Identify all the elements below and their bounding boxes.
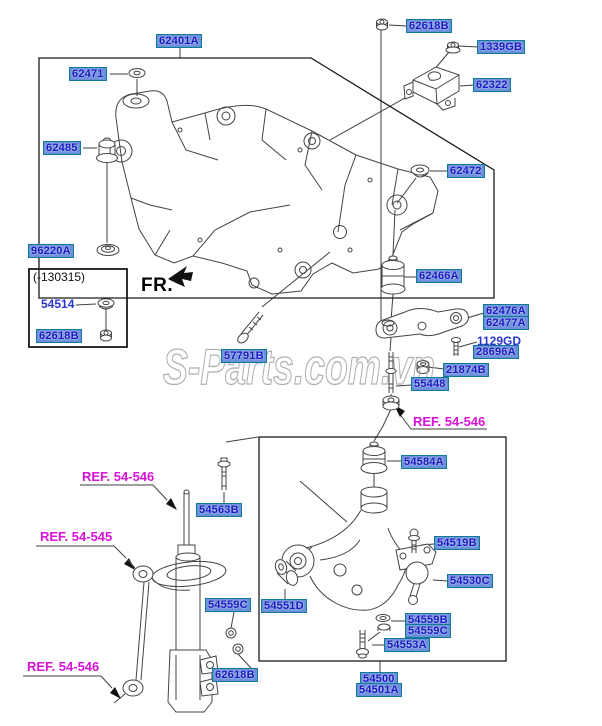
ref-label-54-545[interactable]: REF. 54-545 — [40, 529, 113, 544]
flange-nut-ref546-drawing — [382, 395, 400, 411]
nut-54559C-strut-drawing — [225, 627, 237, 639]
part-label-62618B-top[interactable]: 62618B — [406, 19, 452, 33]
ref-label-54-546-right[interactable]: REF. 54-546 — [413, 414, 486, 429]
nut-62618B-variant-drawing — [100, 329, 112, 342]
stud-55448-drawing — [385, 352, 397, 393]
control-arm-group-box — [258, 436, 507, 662]
bolt-54519B-drawing — [408, 528, 420, 553]
part-label-54584A[interactable]: 54584A — [401, 455, 447, 469]
fr-direction-arrow-icon — [168, 266, 193, 287]
part-label-62485[interactable]: 62485 — [43, 141, 81, 155]
leader-lines — [23, 24, 487, 689]
part-label-54514[interactable]: 54514 — [41, 297, 75, 311]
part-label-96220A[interactable]: 96220A — [28, 244, 74, 258]
part-label-54563B[interactable]: 54563B — [196, 503, 242, 517]
nut-1339GB-drawing — [445, 41, 461, 54]
fr-indicator: FR. — [141, 275, 174, 296]
part-label-62466A[interactable]: 62466A — [416, 269, 462, 283]
ref-label-54-546-left[interactable]: REF. 54-546 — [82, 469, 155, 484]
group-boxes — [28, 57, 507, 662]
washer-62471-drawing — [128, 68, 146, 78]
part-label-54519B[interactable]: 54519B — [434, 536, 480, 550]
variant-group-box — [28, 268, 128, 348]
watermark-text: S-Parts.com.vn — [163, 339, 435, 395]
stabilizer-link-drawing — [113, 559, 154, 704]
bushing-62485-drawing — [96, 137, 118, 163]
ball-joint-54530C-drawing — [395, 543, 437, 605]
bolt-1129GD-drawing — [451, 337, 461, 356]
part-label-62472[interactable]: 62472 — [447, 164, 485, 178]
part-label-62618B-variant[interactable]: 62618B — [36, 329, 82, 343]
subframe-group-box — [38, 57, 495, 299]
control-arm-drawing — [281, 486, 407, 611]
variant-note: (-130315) — [33, 270, 86, 284]
part-label-62471[interactable]: 62471 — [69, 67, 107, 81]
part-label-62322[interactable]: 62322 — [473, 78, 511, 92]
bolt-54553A-drawing — [356, 630, 369, 659]
bracket-62322-drawing — [403, 66, 460, 111]
bushing-54584A-drawing — [360, 441, 388, 474]
strut-drawing — [151, 489, 227, 713]
part-label-54551D[interactable]: 54551D — [261, 599, 307, 613]
part-label-54501A[interactable]: 54501A — [356, 683, 402, 697]
subframe-drawing — [109, 90, 439, 295]
part-label-21874B[interactable]: 21874B — [443, 363, 489, 377]
part-label-28696A[interactable]: 28696A — [473, 345, 519, 359]
nut-21874B-drawing — [416, 360, 430, 374]
washer-62472-drawing — [410, 164, 430, 178]
part-label-1339GB[interactable]: 1339GB — [477, 40, 526, 54]
part-label-62476A[interactable]: 62476A — [483, 304, 529, 318]
part-label-54553A[interactable]: 54553A — [384, 638, 430, 652]
nut-62618B-top-drawing — [376, 18, 388, 31]
part-label-54559B[interactable]: 54559B — [405, 613, 451, 627]
bolt-57791B-drawing — [237, 311, 264, 344]
part-label-57791B[interactable]: 57791B — [221, 349, 267, 363]
bolt-54563B-drawing — [217, 457, 231, 490]
bushing-62466A-drawing — [380, 255, 406, 295]
part-label-54500[interactable]: 54500 — [360, 672, 398, 686]
part-label-62477A[interactable]: 62477A — [483, 316, 529, 330]
part-label-1129GD[interactable]: 1129GD — [477, 334, 522, 348]
nut-62618B-strut-drawing — [232, 643, 244, 655]
ref-label-54-546-bottom[interactable]: REF. 54-546 — [27, 659, 100, 674]
part-label-55448[interactable]: 55448 — [411, 377, 449, 391]
pivot-plate-62476A-drawing — [375, 308, 469, 339]
part-label-54559C-strut[interactable]: 54559C — [205, 598, 251, 612]
part-label-54530C[interactable]: 54530C — [447, 574, 493, 588]
washer-96220A-drawing — [96, 244, 120, 256]
part-label-62618B-strut[interactable]: 62618B — [212, 668, 258, 682]
washer-54514-drawing — [97, 298, 115, 310]
part-label-62401A[interactable]: 62401A — [156, 34, 202, 48]
part-label-54559C-arm[interactable]: 54559C — [405, 624, 451, 638]
washer-54559B-drawing — [375, 614, 391, 631]
bushing-54551D-drawing — [274, 559, 299, 586]
